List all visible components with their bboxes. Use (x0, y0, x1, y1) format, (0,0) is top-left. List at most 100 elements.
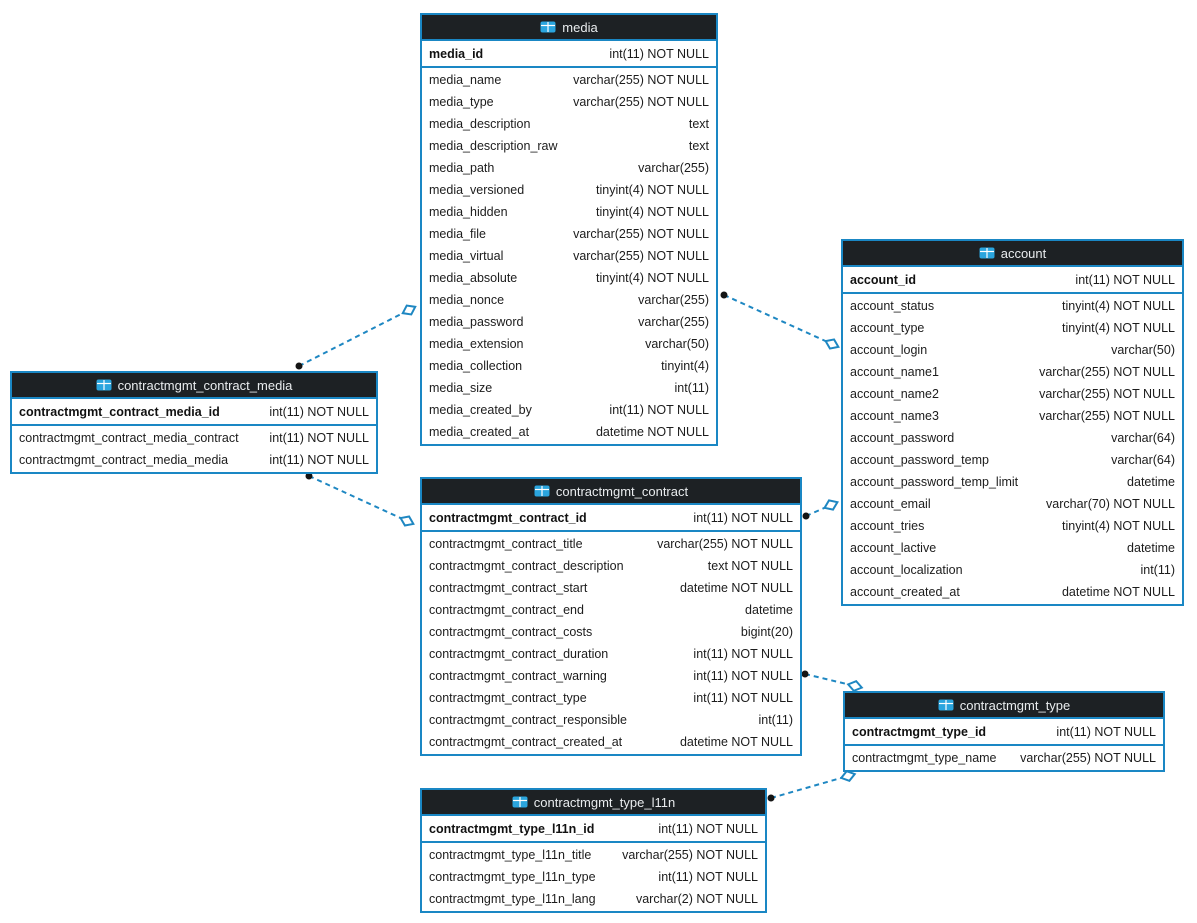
field-name: contractmgmt_contract_start (429, 581, 588, 595)
pk-endpoint-diamond (401, 304, 417, 316)
field-type: varchar(255) NOT NULL (1039, 365, 1175, 379)
relationship-contractmgmt_contract_media-to-contractmgmt_contract[interactable] (305, 472, 415, 527)
table-contractmgmt_contract_media[interactable]: contractmgmt_contract_media contractmgmt_… (10, 371, 378, 474)
field-name: contractmgmt_type_l11n_id (429, 821, 595, 836)
table-header[interactable]: media (422, 15, 716, 41)
field-name: media_password (429, 315, 524, 329)
table-grid-icon (979, 247, 995, 259)
field-type: varchar(255) NOT NULL (1039, 387, 1175, 401)
table-header[interactable]: contractmgmt_type_l11n (422, 790, 765, 816)
field-name: media_created_by (429, 403, 532, 417)
fk-endpoint-dot (295, 362, 303, 370)
field-name: account_localization (850, 563, 963, 577)
field-type: datetime NOT NULL (679, 735, 793, 749)
relationship-contractmgmt_contract-to-contractmgmt_type[interactable] (801, 670, 864, 693)
field-type: tinyint(4) NOT NULL (596, 271, 709, 285)
table-title: contractmgmt_contract_media (117, 377, 293, 393)
table-title: media (562, 19, 598, 35)
relationship-contractmgmt_contract_media-to-media[interactable] (295, 304, 417, 370)
relationship-contractmgmt_contract-to-account[interactable] (802, 499, 839, 520)
field-name: contractmgmt_contract_costs (429, 625, 593, 639)
fk-endpoint-dot (305, 472, 313, 480)
table-grid-icon (534, 485, 550, 497)
field-type: tinyint(4) NOT NULL (1062, 321, 1175, 335)
field-type: datetime NOT NULL (1061, 585, 1175, 599)
field-type: int(11) NOT NULL (658, 870, 758, 884)
table-header[interactable]: contractmgmt_type (845, 693, 1163, 719)
field-type: text (688, 117, 709, 131)
table-header[interactable]: contractmgmt_contract_media (12, 373, 376, 399)
field-type: int(11) NOT NULL (269, 453, 369, 467)
field-name: contractmgmt_contract_warning (429, 669, 607, 683)
field-type: tinyint(4) NOT NULL (596, 205, 709, 219)
field-type: int(11) NOT NULL (269, 404, 369, 419)
field-type: int(11) NOT NULL (1056, 724, 1156, 739)
relationship-contractmgmt_type_l11n-to-contractmgmt_type[interactable] (767, 770, 857, 802)
table-header[interactable]: account (843, 241, 1182, 267)
table-header[interactable]: contractmgmt_contract (422, 479, 800, 505)
field-name: media_name (429, 73, 502, 87)
relationship-media-to-account[interactable] (720, 291, 840, 350)
field-type: varchar(255) NOT NULL (573, 227, 709, 241)
